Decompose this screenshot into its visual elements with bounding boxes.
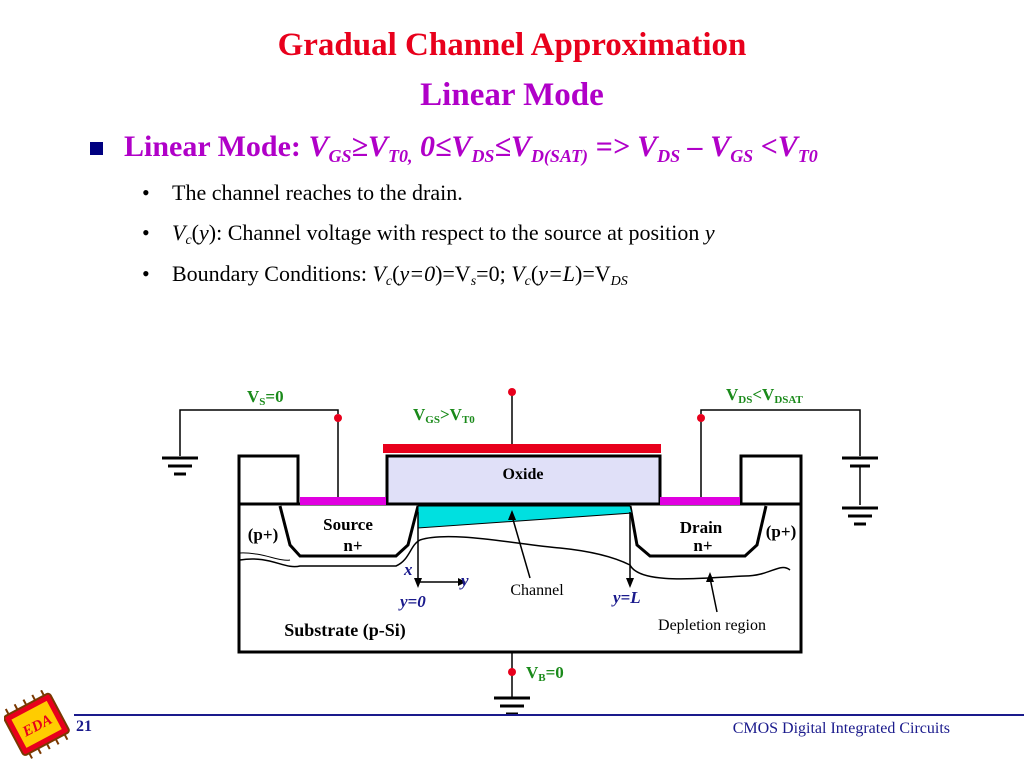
slide-title: Gradual Channel Approximation (277, 27, 747, 63)
main-bullet-label: Linear Mode: (124, 130, 301, 163)
p-plus-left-label: (p+) (248, 525, 278, 544)
yl-label: y=L (611, 588, 641, 607)
substrate-label: Substrate (p-Si) (284, 620, 406, 641)
left-isolation-block (237, 454, 300, 506)
channel-pointer (511, 515, 531, 579)
vds-label: VDS<VDSAT (726, 385, 804, 406)
depletion-pointer (709, 577, 718, 613)
drain-region (628, 505, 768, 558)
gate-oxide (385, 454, 662, 506)
main-bullet: Linear Mode: VGS≥VT0, 0≤VDS≤VD(SAT) => V… (124, 130, 818, 166)
bullet-square-icon (90, 142, 103, 155)
drain-terminal-dot (697, 414, 705, 422)
gate-terminal-dot (508, 388, 516, 396)
source-terminal-dot (334, 414, 342, 422)
source-contact (300, 497, 386, 505)
x-axis-label: x (403, 560, 413, 579)
course-name: CMOS Digital Integrated Circuits (732, 720, 950, 737)
bulk-terminal-dot (508, 668, 516, 676)
channel-label: Channel (510, 582, 564, 599)
y0-label: y=0 (398, 592, 426, 611)
y-axis-arrow-icon (458, 578, 466, 586)
bullet-dot-icon: • (142, 261, 150, 286)
source-ground-wire (179, 409, 339, 456)
vgs-label: VGS>VT0 (413, 405, 475, 426)
source-label: Source (323, 515, 373, 534)
condition-expression: VGS≥VT0, 0≤VDS≤VD(SAT) => VDS – VGS <VT0 (308, 130, 818, 166)
y-axis-label: y (459, 571, 469, 590)
drain-contact (660, 497, 740, 505)
depletion-label: Depletion region (658, 617, 766, 634)
x-axis-arrow-icon (414, 578, 422, 588)
drain-supply-wire (700, 409, 861, 456)
p-plus-right-label: (p+) (766, 522, 796, 541)
slide-subtitle: Linear Mode (420, 77, 604, 113)
bullet-dot-icon: • (142, 220, 150, 245)
bullet-dot-icon: • (142, 180, 150, 205)
source-n-label: n+ (343, 536, 362, 555)
yl-arrow-icon (626, 578, 634, 588)
drain-n-label: n+ (693, 536, 712, 555)
page-number: 21 (76, 718, 92, 735)
vs-label: VS=0 (247, 387, 284, 408)
right-isolation-block (739, 454, 803, 506)
oxide-label: Oxide (503, 466, 544, 483)
depletion-boundary (239, 535, 791, 580)
eda-logo: EDA (4, 690, 70, 759)
source-region (278, 505, 420, 558)
depletion-edge-left (239, 552, 291, 561)
drain-label: Drain (680, 518, 723, 537)
footer-divider (74, 714, 1024, 716)
vb-label: VB=0 (526, 663, 564, 684)
gate-metal (383, 444, 661, 453)
